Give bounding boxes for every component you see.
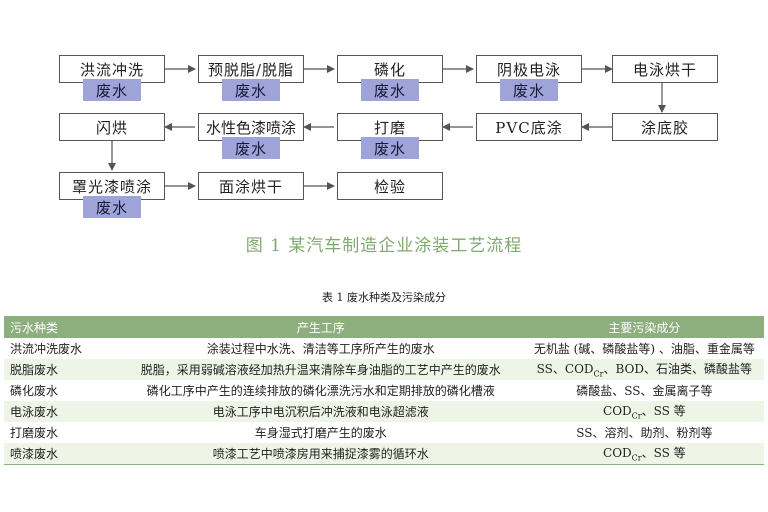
wastewater-badge: 废水 [222,79,280,101]
table-row: 打磨废水 车身湿式打磨产生的废水 SS、溶剂、助剂、粉剂等 [4,422,764,443]
cell-process: 磷化工序中产生的连续排放的磷化漂洗污水和定期排放的磷化槽液 [146,384,495,398]
step-flash-drying: 闪烘 [59,113,165,141]
header-wastewater-type: 污水种类 [10,320,59,335]
wastewater-badge: 废水 [500,79,558,101]
wastewater-badge: 废水 [361,79,419,101]
cell-pollutants: SS、溶剂、助剂、粉剂等 [576,426,713,440]
table-row: 脱脂废水 脱脂，采用弱碱溶液经加热升温来清除车身油脂的工艺中产生的废水 SS、C… [4,359,764,380]
wastewater-badge: 废水 [83,196,141,218]
step-electrophoresis-drying: 电泳烘干 [612,55,718,83]
flow-arrows [108,65,666,190]
header-process: 产生工序 [296,320,345,335]
table-row: 电泳废水 电泳工序中电沉积后冲洗液和电泳超滤液 CODCr、SS 等 [4,401,764,422]
step-clearcoat-spray: 罩光漆喷涂 [59,172,165,200]
cell-type: 洪流冲洗废水 [10,342,83,356]
cell-pollutants: CODCr、SS 等 [603,404,686,421]
step-topcoat-drying: 面涂烘干 [198,172,304,200]
cell-type: 电泳废水 [10,405,59,419]
wastewater-table: 污水种类 产生工序 主要污染成分 洪流冲洗废水 涂装过程中水洗、清洁等工序所产生… [4,316,764,465]
wastewater-badge: 废水 [222,137,280,159]
cell-pollutants: 无机盐 (碱、磷酸盐等) 、油脂、重金属等 [533,342,755,356]
table-row: 喷漆废水 喷漆工艺中喷漆房用来捕捉漆雾的循环水 CODCr、SS 等 [4,443,764,465]
cell-type: 磷化废水 [10,384,59,398]
figure-caption: 图 1 某汽车制造企业涂装工艺流程 [245,236,523,256]
cell-pollutants: 磷酸盐、SS、金属离子等 [576,384,713,398]
step-pvc-undercoat: PVC底涂 [476,113,582,141]
cell-type: 喷漆废水 [4,443,117,465]
step-primer-adhesive: 涂底胶 [612,113,718,141]
cell-process: 喷漆工艺中喷漆房用来捕捉漆雾的循环水 [116,443,525,465]
cell-type: 脱脂废水 [10,363,59,377]
step-phosphating: 磷化 [337,55,443,83]
table-row: 磷化废水 磷化工序中产生的连续排放的磷化漂洗污水和定期排放的磷化槽液 磷酸盐、S… [4,380,764,401]
cell-pollutants: CODCr、SS 等 [524,443,764,465]
step-inspection: 检验 [337,172,443,200]
wastewater-badge: 废水 [83,79,141,101]
cell-process: 脱脂，采用弱碱溶液经加热升温来清除车身油脂的工艺中产生的废水 [140,363,501,377]
header-pollutants: 主要污染成分 [608,320,681,335]
wastewater-badge: 废水 [361,137,419,159]
cell-process: 车身湿式打磨产生的废水 [254,426,387,440]
cell-process: 涂装过程中水洗、清洁等工序所产生的废水 [206,342,435,356]
table-header-row: 污水种类 产生工序 主要污染成分 [4,316,764,338]
process-flowchart: 洪流冲洗 废水 预脱脂/脱脂 废水 磷化 废水 阴极电泳 废水 电泳烘干 涂底胶… [0,0,768,230]
cell-pollutants: SS、CODCr、BOD、石油类、磷酸盐等 [536,362,753,379]
cell-type: 打磨废水 [10,426,59,440]
table-caption: 表 1 废水种类及污染成分 [322,291,446,304]
step-cathodic-electrophoresis: 阴极电泳 [476,55,582,83]
table-row: 洪流冲洗废水 涂装过程中水洗、清洁等工序所产生的废水 无机盐 (碱、磷酸盐等) … [4,338,764,359]
cell-process: 电泳工序中电沉积后冲洗液和电泳超滤液 [212,405,429,419]
step-sanding: 打磨 [337,113,443,141]
step-flood-rinse: 洪流冲洗 [59,55,165,83]
